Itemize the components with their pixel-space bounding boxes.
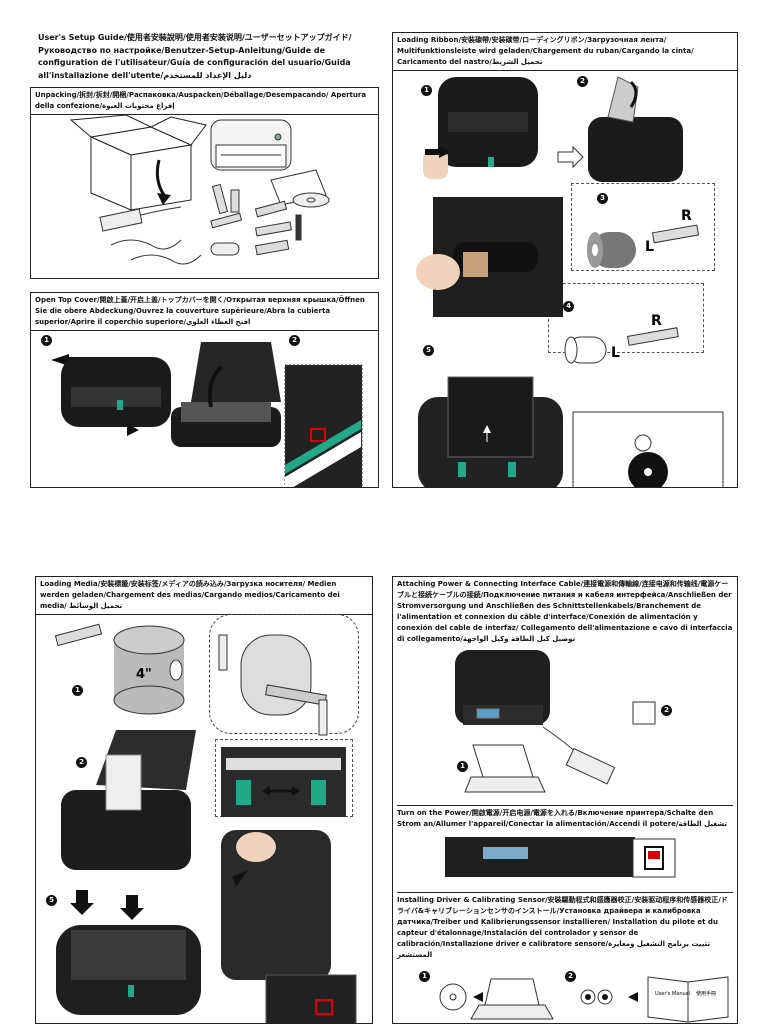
step-number-2: 2 — [289, 335, 300, 346]
media-roll-closeup-frame — [209, 614, 359, 734]
step-number-1: 1 — [41, 335, 52, 346]
unpacking-panel: Unpacking/拆封/拆封/開梱/Распаковка/Auspacken/… — [30, 87, 379, 279]
guide-title: User's Setup Guide/使用者安裝說明/使用者安装说明/ユーザーセ… — [38, 33, 352, 80]
media-panel: Loading Media/安裝標籤/安装标签/メディアの読み込み/Загруз… — [35, 576, 373, 1024]
open-cover-header: Open Top Cover/開啟上蓋/开启上盖/トップカバーを開く/Откры… — [31, 293, 378, 331]
step-number-1: 1 — [457, 761, 468, 772]
ribbon-spindle-box-4 — [548, 283, 704, 353]
power-header: Attaching Power & Connecting Interface C… — [397, 580, 733, 643]
ribbon-spindle-box-3 — [571, 183, 715, 271]
step-number-4: 4 — [563, 301, 574, 312]
unpacking-illustration — [69, 114, 330, 265]
manual-right-text: 使用手冊 — [696, 990, 716, 997]
step-number-1: 1 — [72, 685, 83, 696]
step-number-2: 2 — [565, 971, 576, 982]
shipping-box-icon — [69, 114, 207, 211]
manual-book-icon — [647, 976, 729, 1023]
ribbon-header: Loading Ribbon/安裝碳帶/安装碳带/ローディングリボン/Загру… — [393, 33, 737, 71]
open-cover-illustration — [51, 342, 363, 487]
ribbon-label-L-3: L — [645, 239, 654, 255]
ribbon-label-R-4: R — [651, 313, 662, 329]
ribbon-label-L-4: L — [611, 345, 620, 361]
step-number-2: 2 — [76, 757, 87, 768]
step-number-2: 2 — [577, 76, 588, 87]
step-number-3: 3 — [597, 193, 608, 204]
step-number-5: 5 — [423, 345, 434, 356]
manual-left-text: User's Manual — [655, 991, 690, 997]
turn-on-power-label: Turn on the Power/開啟電源/开启电源/電源を入れる/Включ… — [397, 805, 733, 830]
step-number-5: 5 — [46, 895, 57, 906]
printer-icon — [210, 119, 292, 171]
power-illustration: User's Manual 使用手冊 — [439, 650, 729, 1023]
power-panel: Attaching Power & Connecting Interface C… — [392, 576, 738, 1024]
printer-open-icon — [171, 342, 281, 447]
media-header: Loading Media/安裝標籤/安装标签/メディアの読み込み/Загруз… — [36, 577, 372, 615]
printer-closed-icon — [61, 357, 171, 427]
ribbon-panel: Loading Ribbon/安裝碳帶/安装碳带/ローディングリボン/Загру… — [392, 32, 738, 488]
ribbon-path-closeup-icon — [572, 411, 724, 487]
step-number-1: 1 — [421, 85, 432, 96]
driver-install-label: Installing Driver & Calibrating Sensor/安… — [397, 892, 733, 961]
step-number-1: 1 — [419, 971, 430, 982]
sensor-closeup-icon — [284, 364, 363, 487]
media-illustration: 4" — [54, 623, 357, 1023]
ribbon-label-R-3: R — [681, 208, 692, 224]
media-roll-size: 4" — [136, 667, 152, 682]
unpacking-header: Unpacking/拆封/拆封/開梱/Распаковка/Auspacken/… — [31, 88, 378, 115]
step-number-2: 2 — [661, 705, 672, 716]
ribbon-illustration: L R L R — [416, 76, 724, 487]
open-cover-panel: Open Top Cover/開啟上蓋/开启上盖/トップカバーを開く/Откры… — [30, 292, 379, 488]
